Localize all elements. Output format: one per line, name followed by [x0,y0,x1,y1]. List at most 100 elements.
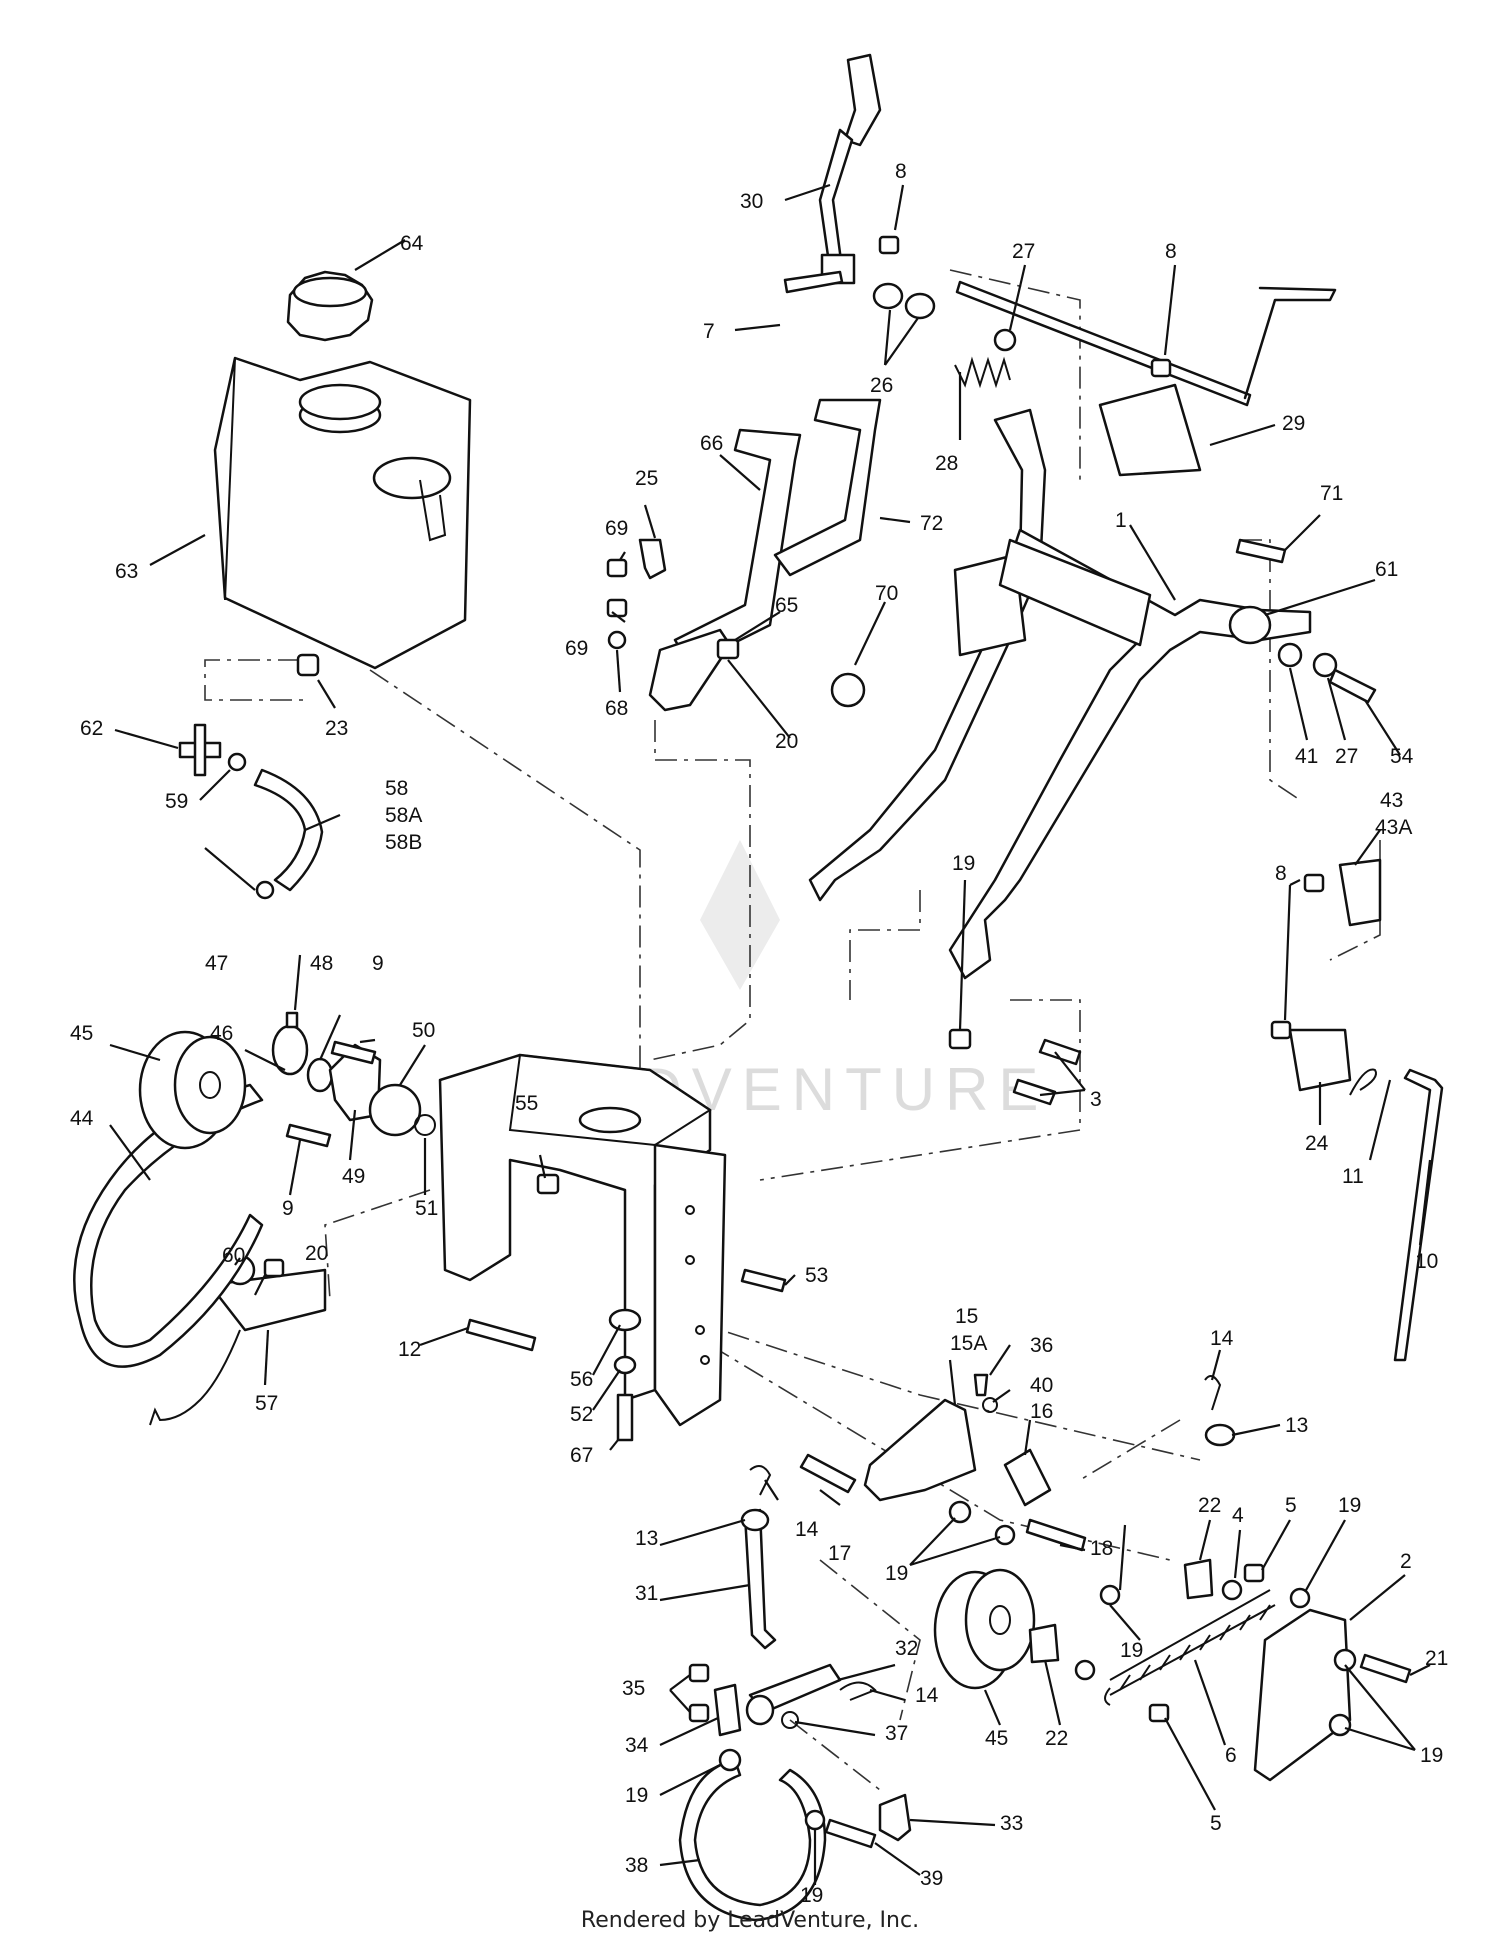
callout-29: 29 [1282,412,1305,435]
brake-e-ring [781,1711,799,1729]
callout-60: 60 [222,1244,245,1267]
callout-33: 33 [1000,1812,1023,1835]
flange-nut-a [606,558,628,578]
frame-washer-56 [608,1308,642,1332]
callout-72: 72 [920,512,943,535]
callout-37: 37 [885,1722,908,1745]
callout-68: 68 [605,697,628,720]
handle-bolt-lower [1328,668,1377,704]
spring-upper [954,356,1011,389]
assembly-lines [204,269,1381,1791]
callout-32: 32 [895,1637,918,1660]
cable-bracket-lower [1288,1028,1352,1092]
callout-45-left: 45 [70,1022,93,1045]
callout-66: 66 [700,432,723,455]
callout-22-upper: 22 [1198,1494,1221,1517]
callout-27-handle: 27 [1335,745,1358,768]
nut-19-plate-a [1333,1648,1357,1672]
callout-19-plate-low: 19 [1420,1744,1443,1767]
nut-plate-5a [1243,1563,1265,1583]
callout-labels: 64 63 23 62 59 58 58A 58B 30 8 7 26 27 8… [70,160,1448,1907]
callout-43A: 43A [1375,816,1412,839]
callout-22-lower: 22 [1045,1727,1068,1750]
callout-71: 71 [1320,482,1343,505]
callout-2: 2 [1400,1550,1412,1573]
callout-57: 57 [255,1392,278,1415]
shut-off-valve [178,723,222,777]
callout-19-handle: 19 [952,852,975,875]
idler-bolt-18 [1025,1518,1087,1552]
hex-nut-24 [1270,1020,1292,1040]
band-bolt [824,1818,877,1849]
nut-19-band-a [718,1748,742,1772]
callout-43: 43 [1380,789,1403,812]
callout-40: 40 [1030,1374,1053,1397]
callout-13-left: 13 [635,1527,658,1550]
nut-35a [688,1663,710,1683]
callout-38: 38 [625,1854,648,1877]
hex-nut-rod [1150,358,1172,378]
pulley-spacer-22b [1183,1558,1214,1600]
shift-lever [818,53,882,285]
idler-spacer [1003,1448,1052,1507]
callout-61: 61 [1375,558,1398,581]
bushing-b [904,292,936,320]
callout-39: 39 [920,1867,943,1890]
hex-nut-upper [878,235,900,255]
frame-bolt-12 [465,1318,537,1352]
callout-5-lower: 5 [1210,1812,1222,1835]
callout-44: 44 [70,1107,94,1130]
hex-nut-43 [1303,873,1325,893]
callout-3: 3 [1090,1088,1102,1111]
brake-bracket [713,1683,742,1737]
hose-clamp-lower [255,880,275,900]
callout-49: 49 [342,1165,365,1188]
callout-31: 31 [635,1582,658,1605]
fuel-tank [213,356,472,670]
callout-45-lower: 45 [985,1727,1008,1750]
callout-27-top: 27 [1012,240,1035,263]
cable-bracket-upper [1338,858,1382,927]
handle [808,408,1312,980]
hairpin-upper [1349,1068,1377,1096]
grease-fitting [973,1373,989,1397]
bearing-bolt-lower [285,1123,332,1148]
callout-58: 58 [385,777,408,800]
idler-plate [1253,1608,1352,1782]
callout-8-handle: 8 [1275,862,1287,885]
callout-8-top: 8 [895,160,907,183]
brackets [648,398,882,712]
callout-69-mid: 69 [565,637,588,660]
brake-arm-pivot [745,1694,775,1726]
callout-53: 53 [805,1264,828,1287]
callout-9-low: 9 [282,1197,294,1220]
callout-10: 10 [1415,1250,1438,1273]
bearing-bolt-upper [330,1040,377,1065]
handle-bolt-upper [1235,538,1287,564]
handle-knob [1228,605,1272,645]
callout-46: 46 [210,1022,233,1045]
washer-plate-4 [1221,1579,1243,1601]
nut-19-plate-b [1328,1713,1352,1737]
callout-23: 23 [325,717,348,740]
callout-14-low: 14 [915,1684,939,1707]
callout-7: 7 [703,320,715,343]
callout-50: 50 [412,1019,435,1042]
nut-19-idler-d [1074,1659,1096,1681]
flange-nut-c [716,638,740,660]
callout-70: 70 [875,582,898,605]
callout-41: 41 [1295,745,1318,768]
idler-bracket [863,1398,977,1502]
hairpin-brake [839,1681,877,1701]
callout-30: 30 [740,190,763,213]
callout-14-right: 14 [1210,1327,1234,1350]
bracket-bolt [638,538,667,580]
nut-19-band-b [804,1809,826,1831]
control-rod [1393,1068,1444,1362]
pulley-spacer-22a [1028,1623,1060,1664]
callout-28: 28 [935,452,958,475]
callout-35: 35 [622,1677,645,1700]
retaining-ring [830,672,866,708]
callout-15A: 15A [950,1332,987,1355]
callout-12: 12 [398,1338,421,1361]
